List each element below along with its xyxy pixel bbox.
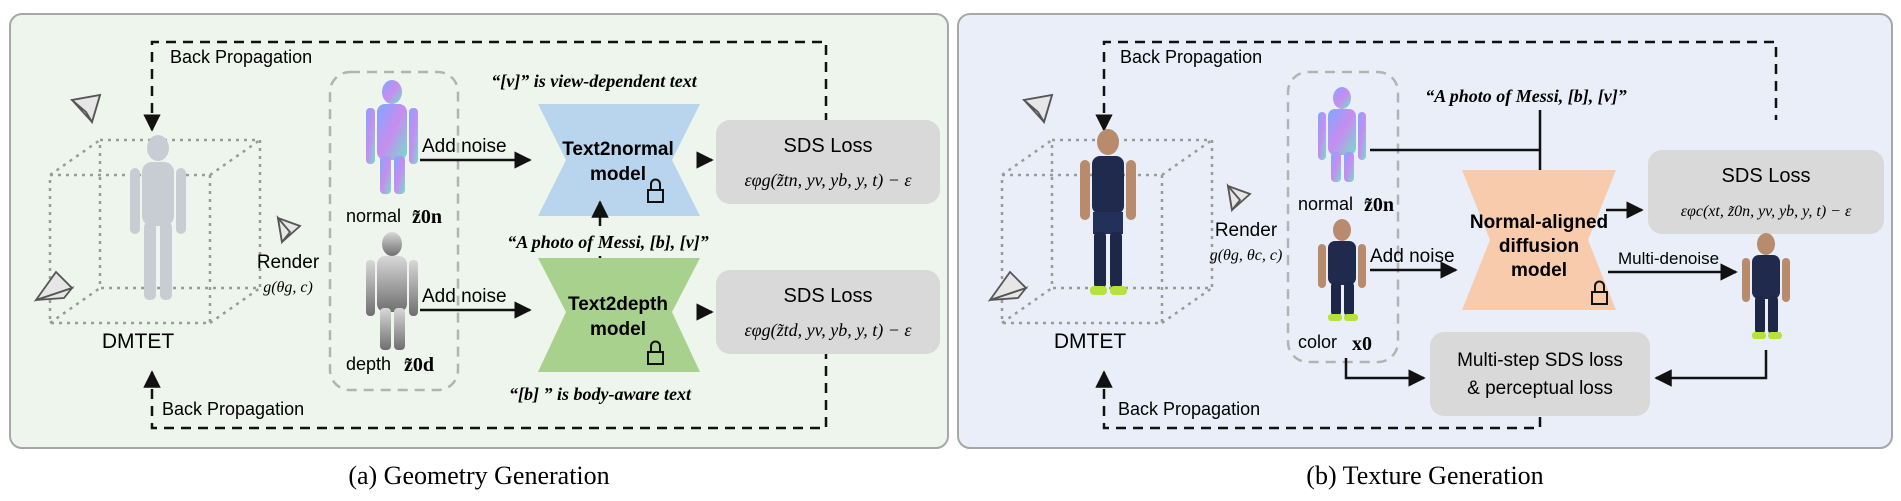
prompt-text-a: “A photo of Messi, [b], [v]” [507, 232, 709, 252]
multi-step-loss-line1: Multi-step SDS loss [1457, 350, 1623, 371]
sds-loss-box-b [1648, 150, 1884, 234]
body-text-note-a: “[b] ” is body-aware text [509, 384, 692, 404]
color-to-loss-arrow-b [1344, 358, 1426, 387]
normal-aligned-model-shape [1462, 170, 1616, 310]
camera-icon-right-a [276, 214, 302, 245]
normal-aligned-model-sub2: model [1511, 260, 1567, 281]
normal-label-a: normal [346, 206, 401, 226]
sds-loss-label-b: SDS Loss [1722, 165, 1811, 187]
render-container-b [1286, 70, 1400, 364]
camera-icon-right-b [1226, 182, 1252, 213]
prompt-text-b: “A photo of Messi, [b], [v]” [1425, 86, 1627, 106]
sds-loss-bottom-label-a: SDS Loss [784, 285, 873, 307]
denoised-to-loss-arrow-b [1654, 350, 1768, 387]
render-func-b: g(θg, θc, c) [1210, 247, 1283, 264]
multi-denoise-label-b: Multi-denoise [1618, 249, 1719, 268]
view-text-note-a: “[v]” is view-dependent text [491, 71, 697, 91]
render-container-a [328, 70, 460, 392]
sds-loss-box-top-a [716, 120, 940, 204]
lock-icon-texture-model [1591, 280, 1608, 305]
caption-a: (a) Geometry Generation [348, 461, 609, 490]
sds-formula-b: εφc(xt, z̃0n, yv, yb, y, t) − ε [1681, 203, 1852, 220]
color-label-b: color [1298, 332, 1337, 352]
sds-loss-box-bottom-a [716, 270, 940, 354]
text2normal-model-title: Text2normal [562, 139, 674, 160]
sds-loss-top-label-a: SDS Loss [784, 135, 873, 157]
render-func-a: g(θg, c) [263, 279, 313, 296]
normal-render-figure-b [1318, 87, 1366, 182]
camera-icon-bottom-a [33, 270, 75, 302]
back-prop-top-label-b: Back Propagation [1120, 47, 1262, 67]
back-prop-bottom-line-a [143, 348, 828, 430]
sds-formula-top-a: εφg(z̃tn, yv, yb, y, t) − ε [745, 170, 913, 191]
lock-icon-normal-model [647, 178, 664, 203]
normal-render-figure-a [366, 80, 418, 194]
dmtet-label-a: DMTET [102, 330, 174, 353]
dmtet-mesh-figure-a [130, 135, 186, 300]
add-noise-top-label-a: Add noise [422, 136, 507, 157]
depth-render-figure-a [366, 232, 418, 350]
normal-aligned-model-sub1: diffusion [1499, 236, 1579, 257]
back-prop-bottom-label-b: Back Propagation [1118, 399, 1260, 419]
depth-symbol-a: z̃0d [404, 354, 434, 376]
render-label-b: Render [1215, 220, 1278, 241]
render-label-a: Render [257, 252, 320, 273]
camera-icon-top-b [1021, 93, 1054, 125]
color-symbol-b: x0 [1352, 333, 1372, 355]
multi-step-loss-line2: & perceptual loss [1467, 378, 1613, 399]
add-noise-label-b: Add noise [1370, 246, 1455, 267]
normal-aligned-model-title: Normal-aligned [1470, 212, 1608, 233]
dmtet-textured-figure-b [1080, 129, 1136, 295]
normal-symbol-a: z̃0n [412, 206, 442, 228]
multi-step-loss-box-b [1430, 332, 1650, 416]
panel-a-background [9, 13, 949, 449]
lock-icon-depth-model [647, 340, 664, 365]
depth-label-a: depth [346, 354, 391, 374]
dmtet-label-b: DMTET [1054, 330, 1126, 353]
normal-symbol-b: z̃0n [1364, 194, 1394, 216]
add-noise-bottom-label-a: Add noise [422, 286, 507, 307]
panel-b-background [957, 13, 1893, 449]
text2depth-model-subtitle: model [590, 319, 646, 340]
denoised-figure-b [1742, 233, 1790, 339]
camera-icon-top-a [69, 93, 102, 125]
back-prop-top-line-b [1095, 40, 1778, 132]
back-prop-bottom-label-a: Back Propagation [162, 399, 304, 419]
caption-b: (b) Texture Generation [1306, 461, 1543, 490]
color-render-figure-b [1318, 219, 1366, 321]
text2depth-model-title: Text2depth [568, 294, 668, 315]
back-prop-top-label-a: Back Propagation [170, 47, 312, 67]
back-prop-top-line-a [143, 40, 828, 132]
normal-label-b: normal [1298, 194, 1353, 214]
text2normal-model-subtitle: model [590, 164, 646, 185]
camera-icon-bottom-b [987, 270, 1029, 302]
sds-formula-bottom-a: εφg(z̃td, yv, yb, y, t) − ε [745, 320, 913, 341]
back-prop-bottom-line-b [1095, 370, 1542, 430]
